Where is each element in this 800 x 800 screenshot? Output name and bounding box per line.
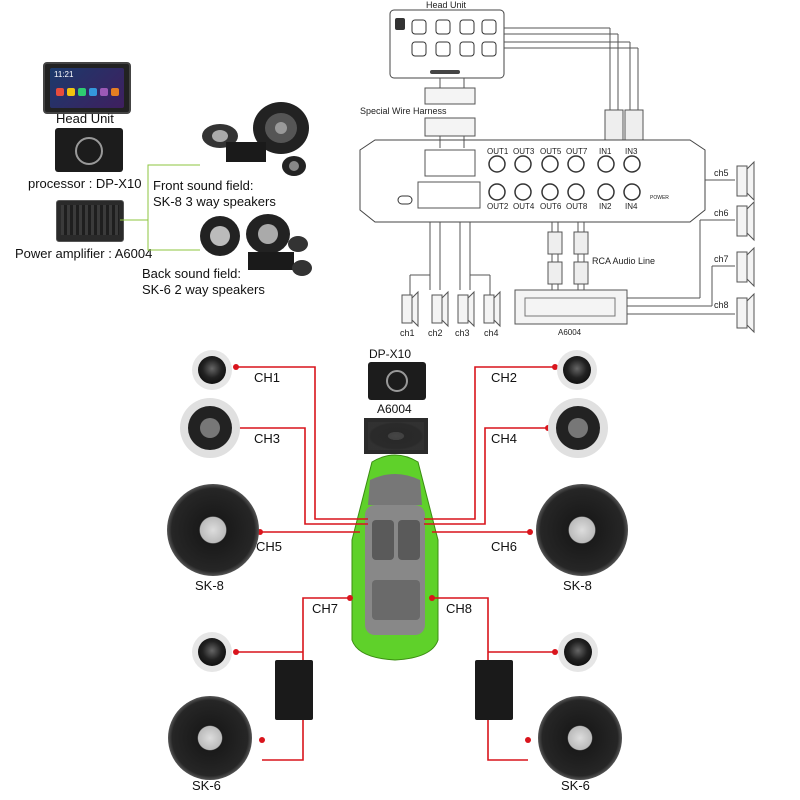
- car-layout-graphics: [167, 350, 628, 780]
- front-field-line1: Front sound field:: [153, 178, 254, 193]
- amplifier-caption: Power amplifier : A6004: [15, 246, 153, 261]
- app-icon: [78, 88, 86, 96]
- ch6-schematic-label: ch6: [714, 208, 729, 218]
- ch2-schematic-label: ch2: [428, 328, 443, 338]
- back-field-line2: SK-6 2 way speakers: [142, 282, 265, 297]
- head-unit-caption: Head Unit: [56, 111, 114, 126]
- out2-label: OUT2: [487, 202, 509, 211]
- back-field-line1: Back sound field:: [142, 266, 242, 281]
- in3-label: IN3: [625, 147, 638, 156]
- head-unit-device: 11:21: [43, 62, 131, 114]
- ch2-label: CH2: [491, 370, 518, 385]
- brand-logo-icon: [75, 137, 103, 165]
- out1-label: OUT1: [487, 147, 509, 156]
- ch1-schematic-label: ch1: [400, 328, 415, 338]
- ch4-label: CH4: [491, 431, 518, 446]
- sk6-right-label: SK-6: [561, 778, 590, 793]
- ch5-label: CH5: [256, 539, 283, 554]
- out7-label: OUT7: [566, 147, 588, 156]
- app-icon: [100, 88, 108, 96]
- ch3-schematic-label: ch3: [455, 328, 470, 338]
- schematic-lines: [359, 9, 755, 334]
- ch4-schematic-label: ch4: [484, 328, 499, 338]
- in4-label: IN4: [625, 202, 638, 211]
- ch8-label: CH8: [446, 601, 473, 616]
- in2-label: IN2: [599, 202, 612, 211]
- out8-label: OUT8: [566, 202, 588, 211]
- heatsink-fins: [61, 205, 119, 235]
- app-icon: [56, 88, 64, 96]
- head-unit-screen: 11:21: [50, 68, 124, 108]
- dpx10-label: DP-X10: [369, 347, 412, 361]
- amp-label: A6004: [558, 328, 582, 337]
- ch3-label: CH3: [254, 431, 281, 446]
- app-icons-row: [56, 88, 120, 100]
- power-label: POWER: [650, 195, 669, 201]
- app-icon: [111, 88, 119, 96]
- sk8-product-image: [202, 102, 309, 176]
- sk6-left-label: SK-6: [192, 778, 221, 793]
- ch8-schematic-label: ch8: [714, 300, 729, 310]
- sk8-left-label: SK-8: [195, 578, 224, 593]
- front-field-line2: SK-8 3 way speakers: [153, 194, 276, 209]
- ch6-label: CH6: [491, 539, 518, 554]
- amplifier-device: [56, 200, 124, 242]
- screen-clock: 11:21: [54, 70, 74, 79]
- schematic-head-unit-title: Head Unit: [426, 0, 467, 10]
- legend-bracket: [120, 164, 200, 251]
- sk8-right-label: SK-8: [563, 578, 592, 593]
- processor-device: [55, 128, 123, 172]
- a6004-label: A6004: [377, 402, 412, 416]
- app-icon: [89, 88, 97, 96]
- ch7-label: CH7: [312, 601, 339, 616]
- app-icon: [67, 88, 75, 96]
- out4-label: OUT4: [513, 202, 535, 211]
- harness-label: Special Wire Harness: [360, 106, 447, 116]
- sk6-product-image: [200, 214, 312, 276]
- out5-label: OUT5: [540, 147, 562, 156]
- out3-label: OUT3: [513, 147, 535, 156]
- in1-label: IN1: [599, 147, 612, 156]
- ch7-schematic-label: ch7: [714, 254, 729, 264]
- processor-caption: processor : DP-X10: [28, 176, 142, 191]
- out6-label: OUT6: [540, 202, 562, 211]
- ch1-label: CH1: [254, 370, 281, 385]
- rca-label: RCA Audio Line: [592, 256, 656, 266]
- ch5-schematic-label: ch5: [714, 168, 729, 178]
